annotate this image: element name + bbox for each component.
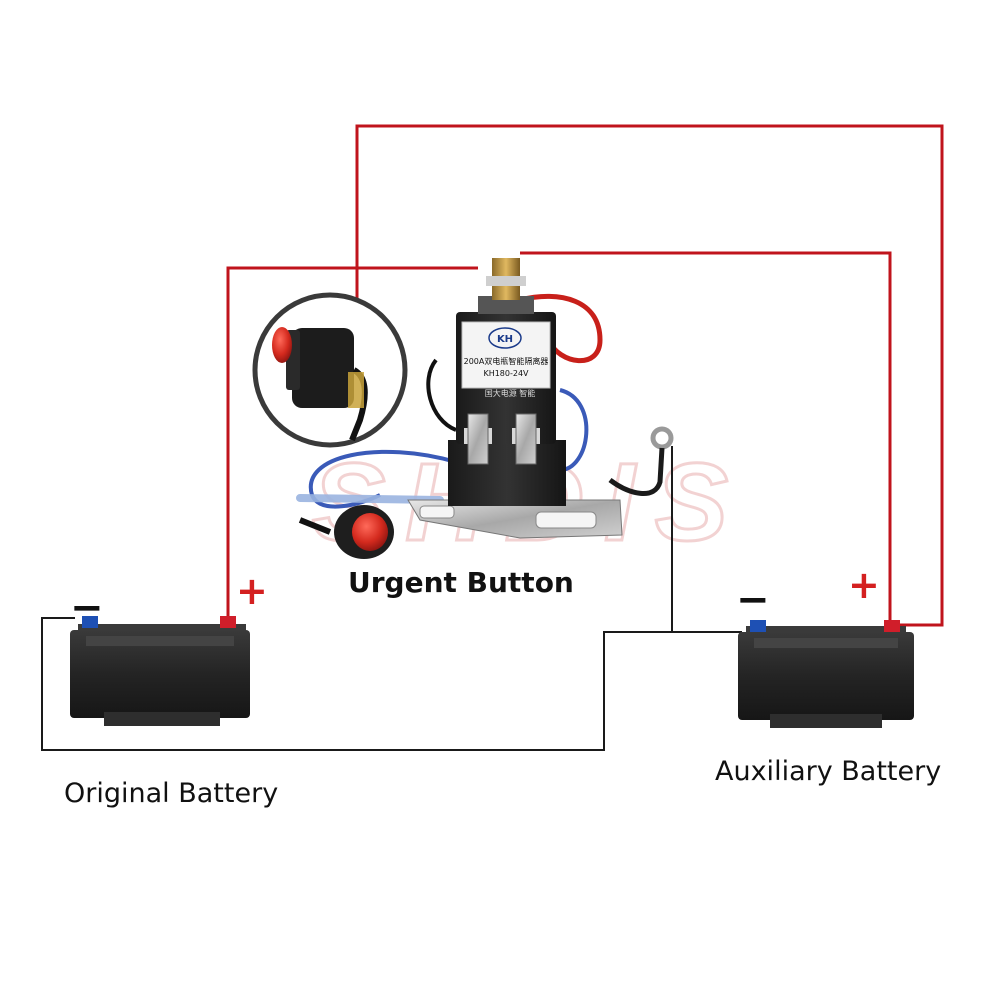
original-battery-negative-terminal	[82, 616, 98, 628]
relay-label-line2: KH180-24V	[483, 369, 529, 378]
auxiliary-battery-positive-terminal	[884, 620, 900, 632]
auxiliary-battery	[738, 620, 914, 728]
battery-isolator-relay: KH 200A双电瓶智能隔离器 KH180-24V 国大电源 智能	[296, 258, 674, 539]
relay-logo: KH	[497, 334, 513, 345]
relay-terminal-left	[464, 413, 492, 465]
auxiliary-battery-plus-sign: +	[848, 563, 880, 607]
original-battery-plus-sign: +	[236, 569, 268, 613]
relay-label-line1: 200A双电瓶智能隔离器	[464, 356, 549, 366]
urgent-button-label: Urgent Button	[348, 566, 574, 599]
auxiliary-battery-minus-sign: −	[736, 577, 770, 623]
positive-wire	[226, 124, 944, 627]
relay-terminal-right	[512, 413, 540, 465]
original-battery-positive-terminal	[220, 616, 236, 628]
negative-wire	[41, 446, 742, 751]
original-battery	[70, 616, 250, 726]
original-battery-minus-sign: −	[70, 585, 104, 631]
auxiliary-battery-label: Auxiliary Battery	[715, 756, 942, 787]
auxiliary-battery-negative-terminal	[750, 620, 766, 632]
original-battery-label: Original Battery	[64, 778, 279, 809]
relay-label-line3: 国大电源 智能	[485, 388, 536, 398]
button-closeup-inset	[252, 292, 408, 448]
ground-ring-terminal	[650, 426, 674, 450]
urgent-push-button	[298, 505, 394, 559]
